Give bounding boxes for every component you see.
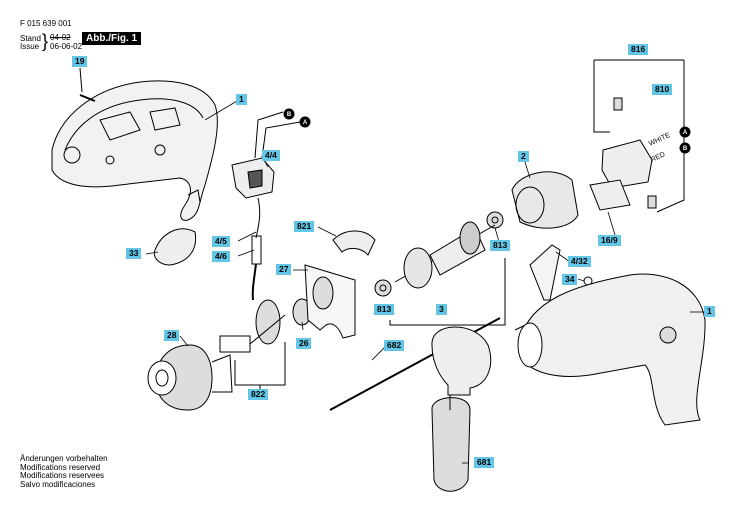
wire-label-white: WHITE: [648, 132, 672, 148]
part-tag-2: 2: [518, 151, 529, 162]
footer-notice: Änderungen vorbehalten Modifications res…: [20, 454, 108, 489]
part-16-9: [589, 179, 631, 211]
terminal-a-left: A: [303, 120, 308, 126]
footer-line-de: Änderungen vorbehalten: [20, 454, 108, 463]
housing-assembled: [517, 273, 706, 426]
bearing-813b: [486, 211, 504, 229]
part-tag-4-5: 4/5: [212, 236, 230, 247]
switch: [231, 108, 311, 199]
armature-3: [389, 221, 506, 326]
part-tag-810: 810: [652, 84, 673, 95]
bracket-821: [332, 230, 376, 256]
housing-half-left: [51, 80, 218, 221]
auxiliary-handle-681: [431, 326, 492, 492]
cap-33: [153, 228, 197, 266]
terminal-b-right: B: [683, 146, 688, 152]
part-tag-682: 682: [384, 340, 405, 351]
terminal-a-right: A: [683, 130, 688, 136]
issue-label: Issue: [20, 42, 40, 51]
figure-label: Abb./Fig. 1: [82, 32, 142, 45]
part-tag-4-6: 4/6: [212, 251, 230, 262]
part-tag-1-housing: 1: [236, 94, 247, 105]
part-tag-4-4: 4/4: [262, 150, 280, 161]
wire-label-red: RED: [650, 151, 666, 164]
old-date: 04-02: [50, 33, 71, 42]
terminal-b-left: B: [287, 112, 292, 118]
part-tag-813-right: 813: [490, 240, 511, 251]
part-tag-813-left: 813: [374, 304, 395, 315]
document-number: F 015 639 001: [20, 19, 72, 28]
part-tag-821: 821: [294, 221, 315, 232]
part-tag-28: 28: [164, 330, 180, 341]
stand-label: Stand: [20, 34, 41, 43]
part-4-32: [529, 244, 561, 301]
part-tag-33: 33: [126, 248, 142, 259]
field-2: [511, 171, 579, 229]
power-cord: [251, 197, 262, 301]
part-tag-34: 34: [562, 274, 578, 285]
brush-holder-810: [593, 59, 691, 213]
part-tag-816: 816: [628, 44, 649, 55]
part-tag-26: 26: [296, 338, 312, 349]
part-tag-4-32: 4/32: [568, 256, 591, 267]
chuck-28: [147, 344, 233, 411]
part-tag-681: 681: [474, 457, 495, 468]
part-tag-3: 3: [436, 304, 447, 315]
footer-line-fr: Modifications reservees: [20, 471, 105, 480]
footer-line-es: Salvo modificaciones: [20, 479, 96, 489]
part-tag-27: 27: [276, 264, 292, 275]
screw-19: [79, 94, 96, 102]
bearing-813a: [374, 279, 392, 297]
part-tag-1-assembly: 1: [704, 306, 715, 317]
part-tag-16-9: 16/9: [598, 235, 621, 246]
new-date: 06-06-02: [50, 42, 83, 51]
footer-line-en: Modifications reserved: [20, 462, 101, 472]
part-tag-822: 822: [248, 389, 269, 400]
spindle-gear-822: [219, 299, 286, 392]
part-tag-19: 19: [72, 56, 88, 67]
brace-symbol: }: [42, 31, 49, 51]
